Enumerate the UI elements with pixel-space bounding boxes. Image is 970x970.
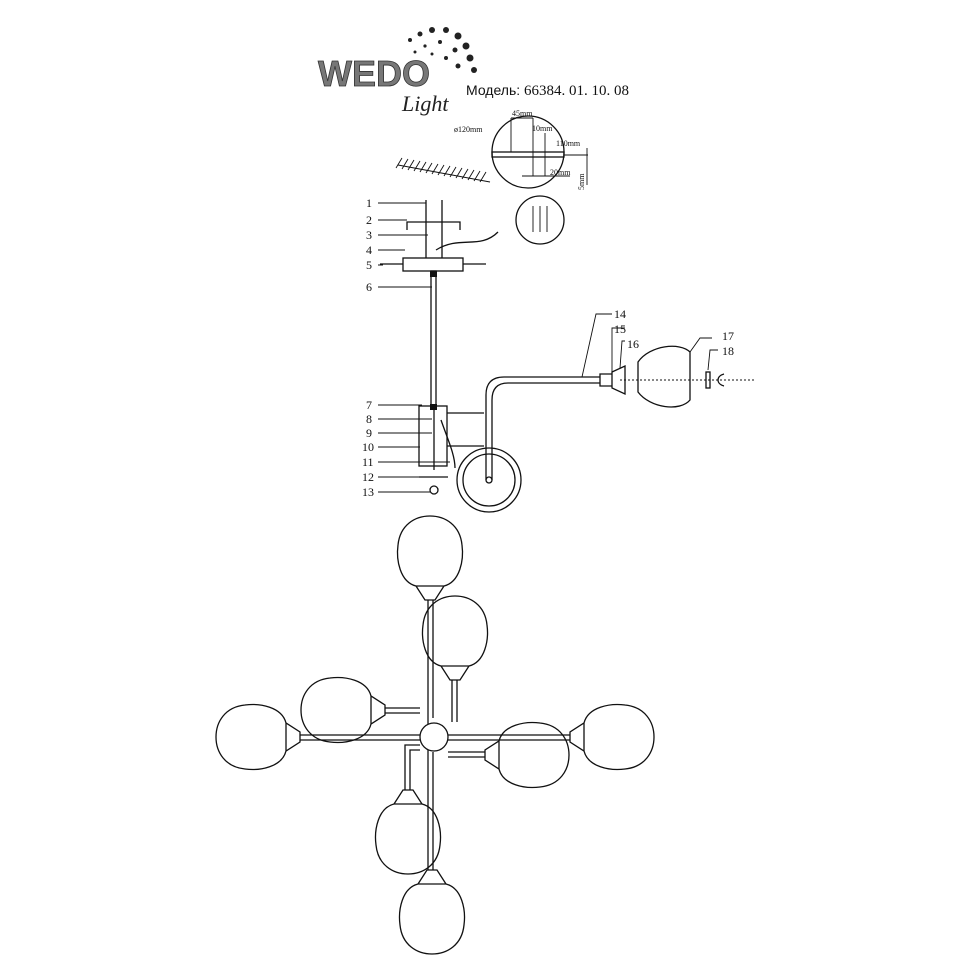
shade-left-outer (215, 703, 301, 771)
callout-9: 9 (366, 426, 372, 440)
dim-110: 110mm (556, 139, 581, 148)
callout-2: 2 (366, 213, 372, 227)
callout-8: 8 (366, 412, 372, 426)
callout-14: 14 (614, 307, 626, 321)
callout-1: 1 (366, 196, 372, 210)
callout-7: 7 (366, 398, 372, 412)
dim-5: 5mm (577, 173, 586, 190)
logo-brand-text: WEDO (318, 53, 430, 94)
logo-sub-text: Light (401, 91, 449, 116)
dim-20: 20mm (550, 168, 571, 177)
callout-labels: 1 2 3 4 5 6 7 8 9 10 11 12 13 14 15 16 1… (362, 196, 734, 499)
callout-16: 16 (627, 337, 639, 351)
callout-11: 11 (362, 455, 374, 469)
callout-15: 15 (614, 322, 626, 336)
assembled-chandelier (215, 515, 655, 955)
brand-logo: WEDO Light (318, 27, 477, 116)
shade-lower (374, 789, 442, 875)
callout-5: 5 (366, 258, 372, 272)
ceiling-plate-detail: ø120mm 45mm 10mm 110mm 20mm 5mm (395, 109, 588, 190)
callouts (378, 202, 718, 493)
callout-6: 6 (366, 280, 372, 294)
callout-10: 10 (362, 440, 374, 454)
shade-right-inner (484, 721, 570, 789)
callout-3: 3 (366, 228, 372, 242)
shade-bottom (398, 869, 466, 955)
logo-dots (408, 27, 477, 73)
dim-45: 45mm (512, 109, 533, 118)
model-label: Модель: (466, 82, 520, 98)
shade-upper (421, 595, 489, 681)
dim-10: 10mm (532, 124, 553, 133)
callout-13: 13 (362, 485, 374, 499)
center-hub (419, 722, 449, 752)
callout-4: 4 (366, 243, 372, 257)
shade-left-inner (300, 676, 386, 744)
shade-top (396, 515, 464, 601)
callout-12: 12 (362, 470, 374, 484)
shade-right-outer (569, 703, 655, 771)
callout-18: 18 (722, 344, 734, 358)
callout-17: 17 (722, 329, 734, 343)
hatch-ceiling (395, 157, 491, 183)
dim-diameter: ø120mm (454, 125, 483, 134)
model-number: 66384. 01. 10. 08 (524, 83, 629, 99)
exploded-assembly (380, 195, 755, 513)
